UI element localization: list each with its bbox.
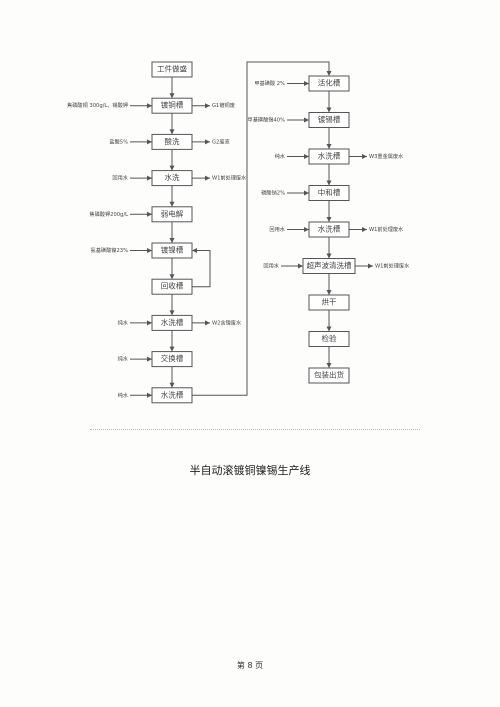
left-out-arrow-2-head bbox=[205, 139, 210, 145]
column-connector bbox=[192, 61, 330, 396]
left-out-arrow-1-head bbox=[205, 103, 210, 109]
right-input-note-5: 回用水 bbox=[263, 262, 279, 270]
left-flow-arrow-7-head bbox=[169, 310, 175, 316]
left-in-arrow-2-head bbox=[147, 139, 152, 145]
right-in-arrow-0-head bbox=[304, 81, 309, 86]
right-flow-arrow-6-head bbox=[326, 290, 332, 295]
left-flow-arrow-6-head bbox=[169, 274, 175, 280]
left-box-label-2: 酸洗 bbox=[165, 136, 180, 146]
right-output-note-5: W1前处理废水 bbox=[375, 262, 410, 270]
left-flow-arrow-1-head bbox=[169, 93, 175, 99]
left-input-note-2: 盐酸5% bbox=[109, 137, 128, 145]
right-input-note-0: 甲基磺酸 2% bbox=[254, 79, 285, 87]
flowchart-caption: 半自动滚镀铜镍锡生产线 bbox=[189, 464, 311, 477]
right-flow-arrow-4-head bbox=[326, 217, 332, 222]
left-input-note-3: 回用水 bbox=[112, 174, 128, 182]
right-flow-arrow-5-head bbox=[326, 253, 332, 259]
left-box-label-3: 水洗 bbox=[165, 172, 180, 182]
left-box-label-4: 弱电解 bbox=[161, 208, 184, 218]
left-input-note-7: 纯水 bbox=[118, 318, 129, 326]
left-box-label-1: 镀铜槽 bbox=[161, 100, 184, 110]
left-out-arrow-3-head bbox=[205, 175, 210, 181]
right-flow-arrow-1-head bbox=[326, 107, 332, 113]
left-box-label-6: 回收槽 bbox=[161, 281, 184, 291]
left-input-note-4: 焦磷酸钾200g/L bbox=[89, 210, 128, 218]
left-output-note-7: W2含镍废水 bbox=[212, 318, 242, 326]
left-output-note-3: W1前处理废水 bbox=[212, 174, 247, 182]
right-box-label-0: 活化槽 bbox=[318, 78, 341, 88]
left-box-label-0: 工件做盛 bbox=[157, 64, 187, 74]
scan-divider bbox=[90, 429, 420, 430]
right-in-arrow-5-head bbox=[298, 263, 303, 269]
left-flow-arrow-2-head bbox=[169, 129, 175, 135]
right-in-arrow-4-head bbox=[304, 227, 309, 232]
right-input-note-4: 回用水 bbox=[269, 225, 285, 233]
right-output-note-2: W3重金属废水 bbox=[369, 152, 404, 160]
left-out-arrow-7-head bbox=[205, 320, 210, 326]
left-flow-arrow-8-head bbox=[169, 346, 175, 352]
right-flow-arrow-2-head bbox=[326, 144, 332, 149]
column-connector-head bbox=[326, 71, 332, 76]
left-in-arrow-1-head bbox=[147, 103, 152, 109]
left-in-arrow-7-head bbox=[147, 320, 152, 326]
left-in-arrow-4-head bbox=[147, 211, 152, 217]
right-flow-arrow-3-head bbox=[326, 180, 332, 186]
recycle-loop bbox=[192, 250, 211, 288]
left-input-note-9: 纯水 bbox=[118, 391, 129, 399]
left-in-arrow-8-head bbox=[147, 356, 152, 362]
right-box-label-3: 中和槽 bbox=[318, 187, 341, 197]
right-flow-arrow-7-head bbox=[326, 326, 332, 332]
left-output-note-2: G2废液 bbox=[212, 137, 230, 145]
left-output-note-1: G1镀铜废 bbox=[212, 101, 235, 109]
left-in-arrow-3-head bbox=[147, 175, 152, 181]
right-box-label-8: 包装出货 bbox=[314, 370, 344, 380]
left-input-note-8: 纯水 bbox=[118, 355, 129, 363]
right-input-note-3: 磷酸钠2% bbox=[261, 189, 285, 197]
left-flow-arrow-3-head bbox=[169, 165, 175, 171]
right-out-arrow-5-head bbox=[368, 263, 373, 269]
right-input-note-1: 甲基磺酸锡40% bbox=[248, 116, 286, 124]
right-out-arrow-2-head bbox=[362, 154, 367, 159]
left-in-arrow-9-head bbox=[147, 392, 152, 398]
right-box-label-2: 水洗槽 bbox=[318, 151, 341, 161]
left-input-note-5: 氨基磺酸镍23% bbox=[91, 246, 129, 254]
left-in-arrow-5-head bbox=[147, 248, 152, 253]
right-box-label-4: 水洗槽 bbox=[318, 224, 341, 234]
page-number: 第 8 页 bbox=[236, 661, 264, 670]
right-flow-arrow-8-head bbox=[326, 363, 332, 368]
right-box-label-1: 镀锡槽 bbox=[318, 114, 341, 124]
right-out-arrow-4-head bbox=[362, 227, 367, 232]
left-box-label-9: 水洗槽 bbox=[161, 389, 184, 399]
right-box-label-5: 超声波清洗槽 bbox=[307, 260, 352, 270]
left-box-label-8: 交换槽 bbox=[161, 353, 184, 363]
right-in-arrow-1-head bbox=[304, 117, 309, 123]
right-in-arrow-2-head bbox=[304, 154, 309, 159]
right-in-arrow-3-head bbox=[304, 190, 309, 196]
right-output-note-4: W1前处理废水 bbox=[369, 225, 404, 233]
right-box-label-7: 检验 bbox=[322, 333, 337, 343]
right-input-note-2: 纯水 bbox=[275, 152, 286, 160]
left-box-label-5: 镀镍槽 bbox=[161, 245, 184, 255]
recycle-loop-head bbox=[192, 248, 197, 253]
left-flow-arrow-5-head bbox=[169, 238, 175, 243]
right-box-label-6: 烘干 bbox=[322, 297, 337, 307]
left-flow-arrow-4-head bbox=[169, 201, 175, 207]
left-flow-arrow-9-head bbox=[169, 382, 175, 388]
left-input-note-1: 焦磷酸铜 300g/L、锡酸钾 bbox=[67, 101, 128, 109]
left-box-label-7: 水洗槽 bbox=[161, 317, 184, 327]
